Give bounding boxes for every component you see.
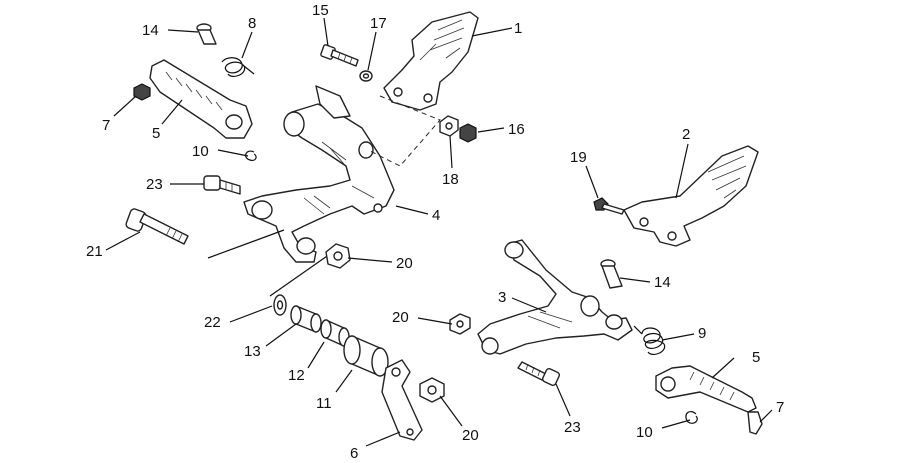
callout-20-lower: 20	[462, 427, 479, 444]
callout-7-left: 7	[102, 117, 110, 134]
callout-18: 18	[442, 171, 459, 188]
callout-16: 16	[508, 121, 525, 138]
callout-22: 22	[204, 314, 221, 331]
callout-10-left: 10	[192, 143, 209, 160]
part-nut-7-left	[133, 83, 151, 101]
part-nut-7-right	[747, 411, 763, 435]
part-washer-17	[359, 70, 373, 82]
part-nut-20-upper	[325, 243, 351, 269]
part-nut-20-right	[449, 313, 471, 335]
callout-9: 9	[698, 325, 706, 342]
part-spring-9-right	[633, 325, 666, 356]
callout-1: 1	[514, 20, 522, 37]
part-washer-22	[273, 294, 287, 316]
callout-21: 21	[86, 243, 103, 260]
part-nut-16	[459, 123, 477, 143]
callout-6: 6	[350, 445, 358, 462]
callout-labels: 1 2 3 4 5 5 6 7 7 8 9 10 10 11 12 13 14 …	[86, 2, 784, 462]
callout-14-right: 14	[654, 274, 671, 291]
part-footpeg-right	[655, 365, 757, 413]
callout-15: 15	[312, 2, 329, 19]
part-plate-6	[381, 359, 423, 441]
part-bolt-15	[320, 44, 359, 67]
leader-lines	[105, 17, 773, 447]
part-pin-14-left	[196, 23, 217, 45]
part-nut-20-lower	[419, 377, 445, 403]
part-spring-8-left	[221, 57, 255, 78]
callout-12: 12	[288, 367, 305, 384]
part-bolt-19	[593, 197, 625, 215]
callout-11: 11	[316, 395, 332, 412]
callout-23-right: 23	[564, 419, 581, 436]
part-bolt-21	[125, 208, 189, 245]
part-clip-10-left	[245, 150, 257, 161]
callout-10-right: 10	[636, 424, 653, 441]
part-nut-18	[439, 115, 459, 137]
part-bolt-23-left	[203, 175, 241, 195]
part-bolt-23-right	[517, 361, 561, 387]
callout-17: 17	[370, 15, 387, 32]
callout-14-left: 14	[142, 22, 159, 39]
part-bracket-right	[477, 239, 633, 355]
part-heel-guard-right	[623, 145, 759, 247]
part-clip-10-right	[685, 410, 698, 424]
part-rubber-11	[343, 335, 389, 377]
callout-8: 8	[248, 15, 256, 32]
part-bushing-13	[290, 305, 322, 333]
callout-5-right: 5	[752, 349, 760, 366]
callout-20-upper: 20	[396, 255, 413, 272]
part-footpeg-left	[149, 59, 253, 139]
callout-13: 13	[244, 343, 261, 360]
callout-20-right: 20	[392, 309, 409, 326]
callout-5-left: 5	[152, 125, 160, 142]
callout-2: 2	[682, 126, 690, 143]
callout-4: 4	[432, 207, 440, 224]
part-pin-14-right	[600, 259, 623, 289]
callout-19: 19	[570, 149, 587, 166]
callout-7-right: 7	[776, 399, 784, 416]
part-heel-guard-left	[383, 11, 479, 111]
part-bracket-left	[243, 85, 395, 263]
callout-23-left: 23	[146, 176, 163, 193]
callout-3: 3	[498, 289, 506, 306]
assembly-line-lower	[207, 229, 331, 297]
